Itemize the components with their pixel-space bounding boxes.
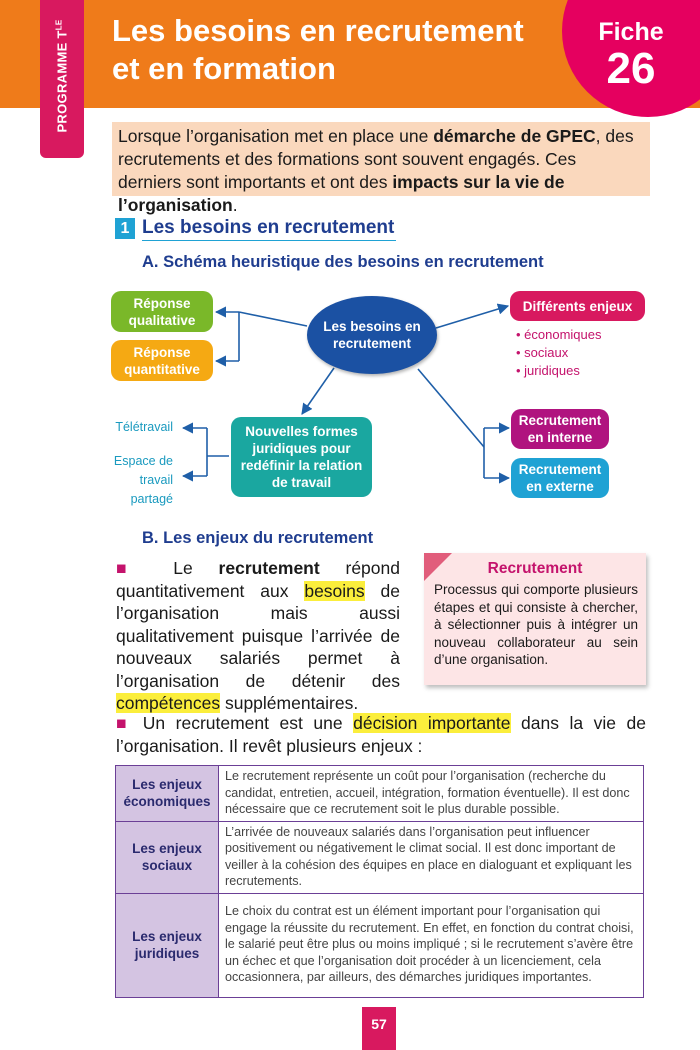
- fiche-number: 26: [606, 44, 656, 93]
- enjeux-item: • juridiques: [516, 363, 580, 378]
- fiche-label: Fiche: [598, 18, 664, 46]
- intro-box: Lorsque l’organisation met en place une …: [112, 122, 650, 215]
- node-differents-enjeux: Différents enjeux: [510, 291, 645, 321]
- title-line-2: et en formation: [112, 51, 336, 86]
- mindmap-center-label: Les besoins en recrutement: [323, 319, 421, 351]
- section-title: Les besoins en recrutement: [142, 216, 397, 241]
- table-row: Les enjeux économiques Le recrutement re…: [115, 765, 644, 822]
- program-tab: PROGRAMME TLE: [40, 0, 84, 158]
- enjeux-list: • économiques • sociaux • juridiques: [516, 326, 602, 380]
- enjeux-table: Les enjeux économiques Le recrutement re…: [115, 765, 644, 998]
- table-row: Les enjeux juridiques Le choix du contra…: [115, 892, 644, 998]
- page-title: Les besoins en recrutement et en formati…: [112, 12, 552, 88]
- row-label: Les enjeux économiques: [115, 765, 219, 822]
- definition-box: [424, 553, 646, 685]
- bullet-square-icon: ■: [116, 558, 148, 578]
- node-reponse-qualitative: Réponse qualitative: [111, 291, 213, 332]
- mindmap-connectors: [181, 303, 511, 484]
- table-row: Les enjeux sociaux L’arrivée de nouveaux…: [115, 820, 644, 894]
- arrow-to-enjeux: [435, 303, 510, 329]
- title-line-1: Les besoins en recrutement: [112, 13, 524, 48]
- page-number: 57: [362, 1007, 396, 1050]
- row-text: Le recrutement représente un coût pour l…: [218, 765, 644, 822]
- label-espace-partage: Espace de travail partagé: [113, 454, 173, 506]
- subheading-a: A. Schéma heuristique des besoins en rec…: [142, 253, 544, 271]
- node-nouvelles-formes: Nouvelles formes juridiques pour redéfin…: [231, 417, 372, 497]
- connector-center-left: [238, 311, 308, 327]
- label-teletravail: Télétravail: [115, 420, 173, 434]
- connector-center-right-down: [417, 368, 485, 448]
- node-reponse-quantitative: Réponse quantitative: [111, 340, 213, 381]
- definition-corner-icon: [424, 553, 452, 581]
- paragraph-decision: ■ Un recrutement est une décision import…: [116, 713, 646, 756]
- row-text: L’arrivée de nouveaux salariés dans l’or…: [218, 820, 644, 894]
- section-number: 1: [115, 218, 135, 239]
- definition-title: Recrutement: [487, 560, 583, 577]
- mindmap-center-node: Les besoins en recrutement: [307, 296, 437, 374]
- definition-text: Processus qui comporte plusieurs étapes …: [434, 582, 638, 667]
- subheading-b: B. Les enjeux du recrutement: [142, 529, 374, 547]
- row-label: Les enjeux sociaux: [115, 820, 219, 894]
- node-recrutement-externe: Recrutement en externe: [511, 458, 609, 498]
- enjeux-item: • sociaux: [516, 345, 569, 360]
- enjeux-item: • économiques: [516, 327, 602, 342]
- row-text: Le choix du contrat est un élément impor…: [218, 892, 644, 998]
- arrow-to-nouvelles-formes: [301, 367, 335, 415]
- paragraph-recrutement: ■ Le recrutement répond quantitativement…: [116, 558, 400, 713]
- bullet-square-icon: ■: [116, 713, 133, 733]
- row-label: Les enjeux juridiques: [115, 892, 219, 998]
- node-recrutement-interne: Recrutement en interne: [511, 409, 609, 449]
